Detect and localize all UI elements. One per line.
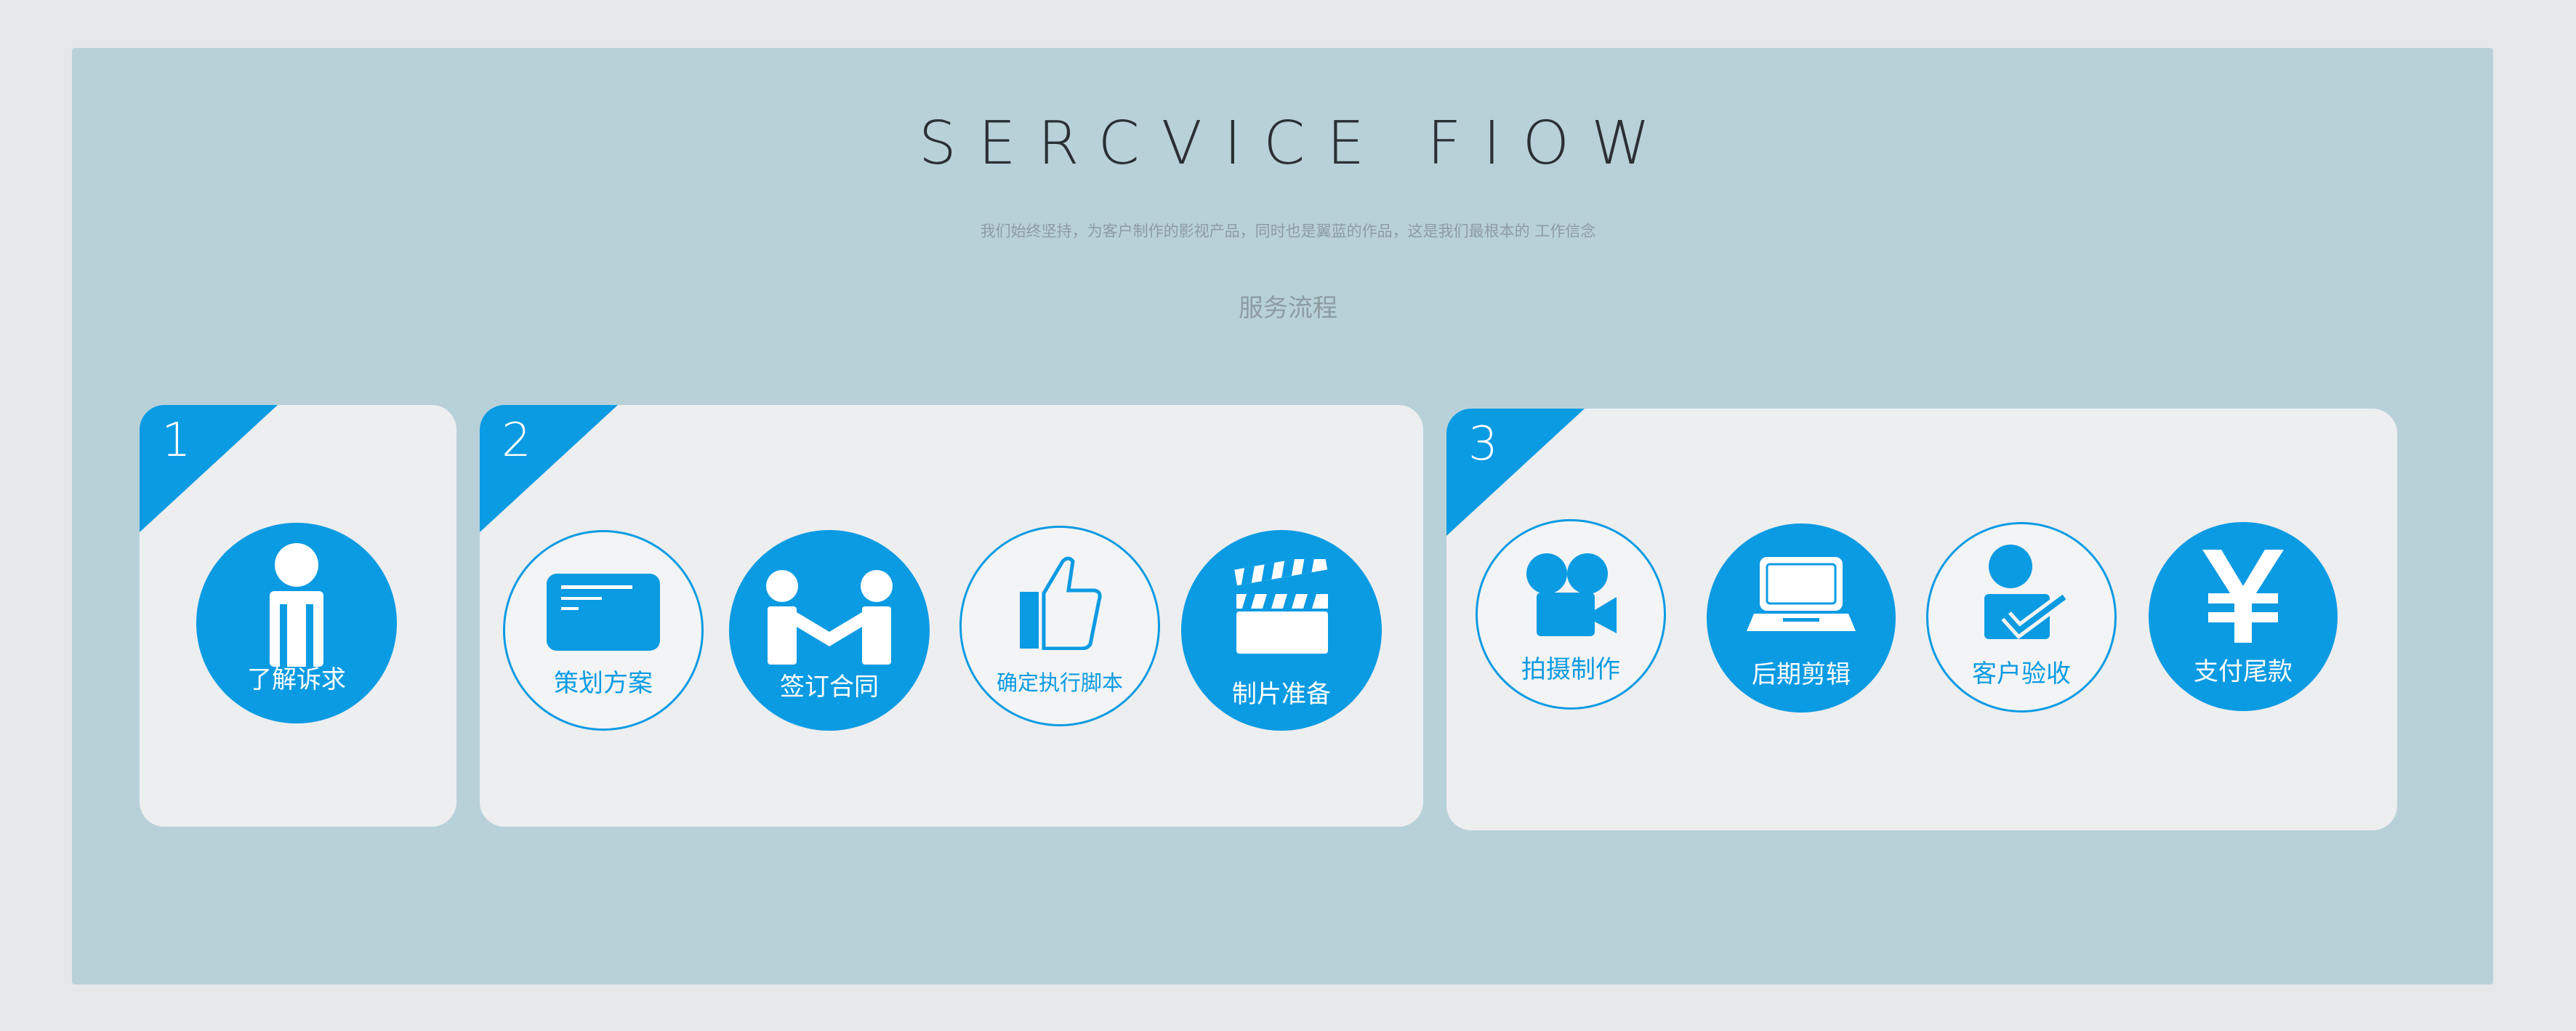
step-label: 签订合同 [780,673,879,702]
step-confirm-script[interactable]: 确定执行脚本 [959,526,1160,726]
handshake-icon [766,570,893,665]
group-corner-badge [1446,409,1585,536]
page-subtitle: 我们始终坚持，为客户制作的影视产品，同时也是翼蓝的作品，这是我们最根本的 工作信… [980,222,1596,240]
group-number: 2 [502,414,531,468]
step-client-acceptance[interactable]: 客户验收 [1926,522,2117,713]
video-camera-icon [1526,553,1617,636]
person-check-icon [1984,545,2069,639]
step-label: 拍摄制作 [1521,655,1620,684]
step-label: 支付尾款 [2194,657,2293,686]
step-label: 客户验收 [1972,659,2071,689]
clapperboard-icon [1234,559,1328,654]
document-icon [547,574,660,651]
step-label: 后期剪辑 [1752,660,1851,689]
step-group-3: 3 拍摄制作 后期剪辑 客户验收 [1446,409,2397,830]
step-group-2: 2 策划方案 签订合同 确定执行脚本 [480,405,1423,827]
person-icon [270,543,323,667]
step-shooting[interactable]: 拍摄制作 [1476,519,1666,710]
section-title: 服务流程 [1239,294,1337,323]
step-group-1: 1 了解诉求 [140,405,456,827]
step-post-editing[interactable]: 后期剪辑 [1707,523,1896,713]
step-preproduction[interactable]: 制片准备 [1181,530,1382,731]
step-planning[interactable]: 策划方案 [503,530,704,731]
group-corner-badge [140,405,278,532]
step-understand-needs[interactable]: 了解诉求 [196,523,397,723]
laptop-icon [1747,557,1856,631]
step-label: 制片准备 [1232,680,1331,709]
step-label: 了解诉求 [247,665,346,694]
step-sign-contract[interactable]: 签订合同 [729,530,930,731]
yen-icon [2202,550,2284,643]
step-final-payment[interactable]: 支付尾款 [2149,522,2338,711]
step-label: 策划方案 [554,669,653,698]
group-corner-badge [480,405,618,532]
group-number: 3 [1468,417,1498,471]
page-title: SERCVICE FIOW [918,109,1673,178]
thumbs-up-icon [1020,556,1102,650]
group-number: 1 [161,414,191,468]
step-label: 确定执行脚本 [996,670,1123,695]
